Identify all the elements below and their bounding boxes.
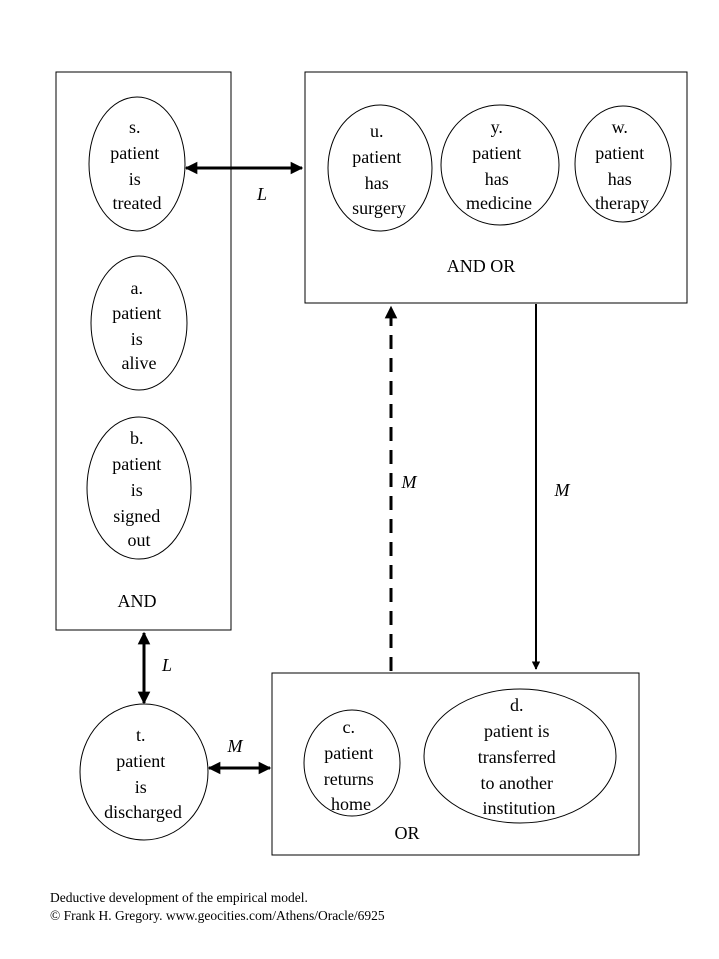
box-and	[55, 71, 232, 631]
box-and-or-label: AND OR	[447, 256, 516, 276]
node-t-text: t. patient is discharged	[104, 725, 182, 822]
edge-label-left-t: L	[161, 655, 172, 675]
box-or-label: OR	[394, 823, 419, 843]
edge-label-solid-down: M	[554, 480, 571, 500]
edge-label-s-group: L	[256, 184, 267, 204]
edge-label-dashed: M	[401, 472, 418, 492]
node-u-ellipse	[327, 104, 433, 232]
node-y-text: y. patient has medicine	[466, 117, 532, 213]
box-or	[271, 672, 640, 856]
box-and-label: AND	[118, 591, 157, 611]
node-w-text: w. patient has therapy	[595, 117, 649, 213]
edge-label-t-bottom: M	[227, 736, 244, 756]
caption-title: Deductive development of the empirical m…	[50, 890, 308, 905]
node-b-text: b. patient is signed out	[112, 428, 165, 550]
node-c-text: c. patient returns home	[324, 717, 378, 814]
node-a-text: a. patient is alive	[112, 278, 165, 373]
node-a-ellipse	[90, 255, 188, 391]
node-d-text: d. patient is transferred to another ins…	[478, 695, 560, 818]
node-y-ellipse	[440, 104, 560, 226]
node-s-text: s. patient is treated	[110, 117, 163, 213]
node-b-ellipse	[86, 416, 192, 560]
box-and-or	[304, 71, 688, 304]
node-w-ellipse	[574, 105, 672, 223]
node-c-ellipse	[303, 709, 401, 817]
node-d-ellipse	[423, 688, 617, 824]
caption-copyright: © Frank H. Gregory. www.geocities.com/At…	[50, 908, 385, 923]
node-u-text: u. patient has surgery	[352, 121, 406, 218]
